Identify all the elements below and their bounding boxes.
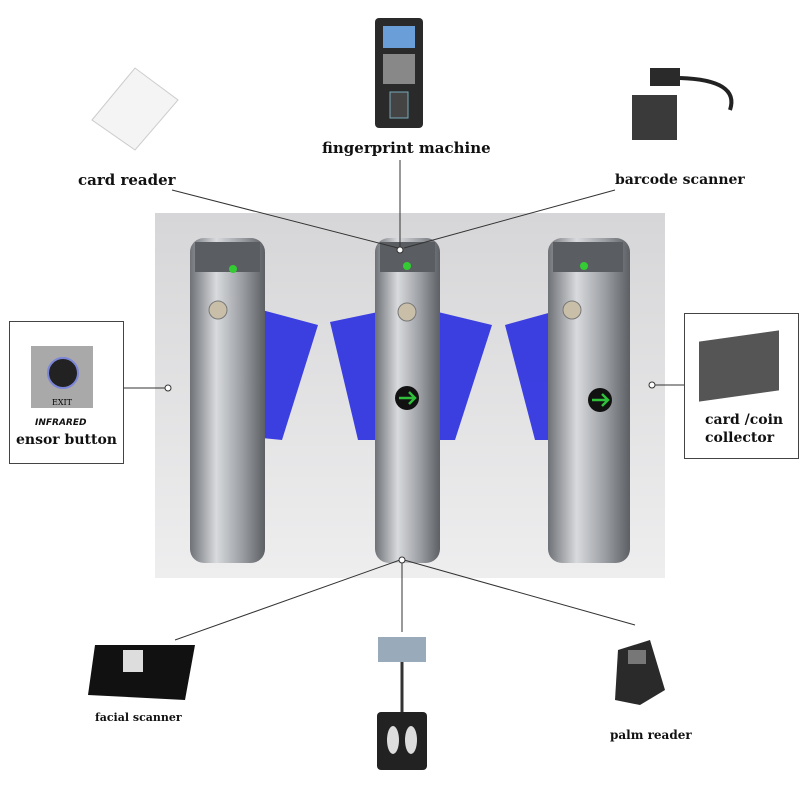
flap-barriers xyxy=(262,310,552,440)
foot-scanner-image xyxy=(377,637,427,770)
card-coin-collector-box: card /coin collector xyxy=(684,313,799,459)
card-reader-label: card reader xyxy=(78,171,176,189)
exit-button-image: EXIT xyxy=(31,346,93,408)
card-coin-label: card /coin xyxy=(705,412,784,428)
infrared-label: INFRARED xyxy=(35,418,87,428)
card-reader-image xyxy=(91,67,179,151)
palm-reader-image xyxy=(615,640,665,705)
fingerprint-machine-label: fingerprint machine xyxy=(322,139,491,157)
infrared-sensor-box: EXIT INFRARED ensor button xyxy=(9,321,124,464)
facial-scanner-label: facial scanner xyxy=(95,711,182,724)
fingerprint-machine-image xyxy=(375,18,423,128)
palm-reader-label: palm reader xyxy=(610,728,692,742)
facial-scanner-image xyxy=(88,645,195,700)
barcode-scanner-label: barcode scanner xyxy=(615,172,745,188)
exit-label: EXIT xyxy=(51,398,73,407)
turnstile-pillar-right xyxy=(548,238,630,563)
connector-lines xyxy=(123,160,684,641)
sensor-button-label: ensor button xyxy=(16,432,117,448)
card-coin-collector-image xyxy=(699,330,779,402)
turnstile-pillar-left xyxy=(190,238,265,563)
turnstile-pillar-middle xyxy=(375,238,440,563)
barcode-scanner-image xyxy=(632,68,734,140)
collector-label: collector xyxy=(705,430,775,446)
